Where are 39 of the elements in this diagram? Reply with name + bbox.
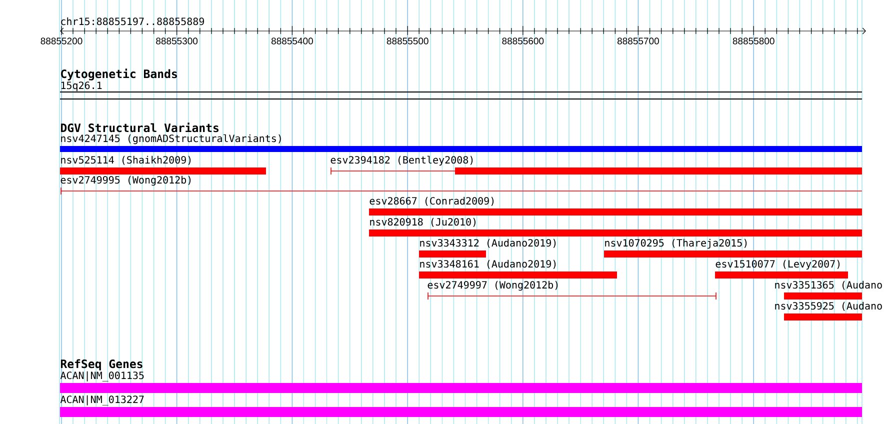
variant-bar: esv2394182 (Bentley2008) xyxy=(330,156,862,175)
node-label: ACAN|NM_001135 xyxy=(60,371,144,382)
node-label: nsv525114 (Shaikh2009) xyxy=(61,156,191,165)
tick-label: 88855400 xyxy=(271,38,313,44)
node-label: nsv3348161 (Audano2019) xyxy=(420,260,556,269)
variant-bar: nsv820918 (Ju2010) xyxy=(369,218,862,236)
variant-bar: esv2749997 (Wong2012b) xyxy=(428,280,716,300)
variant-bar: nsv1070295 (Thareja2015) xyxy=(604,238,862,258)
tick-label: 88855300 xyxy=(156,38,198,44)
gene-bar: ACAN|NM_001135 xyxy=(60,371,862,393)
variant-bar: nsv3348161 (Audano2019) xyxy=(419,260,617,278)
tick-label: 88855500 xyxy=(386,38,428,44)
node-label: esv2394182 (Bentley2008) xyxy=(330,156,473,166)
node-label: nsv3343312 (Audano2019) xyxy=(420,238,556,248)
node-label: nsv1070295 (Thareja2015) xyxy=(605,238,747,249)
track-title: RefSeq Genes xyxy=(60,359,142,370)
variant-bar: nsv3351365 (Audano xyxy=(775,280,882,300)
variant-bar: esv28667 (Conrad2009) xyxy=(369,196,862,216)
variant-bar: nsv3343312 (Audano2019) xyxy=(419,238,556,258)
gene-bar: ACAN|NM_013227 xyxy=(60,395,862,417)
node-label: nsv3355925 (Audano xyxy=(775,302,882,311)
node-label: ACAN|NM_013227 xyxy=(60,395,144,406)
cytoband: 15q26.1 xyxy=(60,82,862,100)
tick-label: 88855700 xyxy=(617,38,659,44)
variant-bar: nsv525114 (Shaikh2009) xyxy=(60,156,266,174)
variant-bar: esv2749995 (Wong2012b) xyxy=(60,176,862,195)
node-label: esv28667 (Conrad2009) xyxy=(370,196,494,206)
tick-label: 88855200 xyxy=(40,38,82,44)
tick-label: 88855800 xyxy=(732,38,774,44)
variant-bar: nsv4247145 (gnomADStructuralVariants) xyxy=(60,134,862,152)
node-label: esv1510077 (Levy2007) xyxy=(716,260,840,270)
node-label: nsv3351365 (Audano xyxy=(775,280,882,290)
track-title: DGV Structural Variants xyxy=(60,122,218,132)
node-label: nsv820918 (Ju2010) xyxy=(370,218,476,227)
variant-bar: nsv3355925 (Audano xyxy=(775,302,882,320)
variant-bar: esv1510077 (Levy2007) xyxy=(715,260,848,278)
tick-label: 88855600 xyxy=(502,38,544,44)
node-label: nsv4247145 (gnomADStructuralVariants) xyxy=(61,134,281,144)
location-text: chr15:88855197..88855889 xyxy=(61,17,204,26)
